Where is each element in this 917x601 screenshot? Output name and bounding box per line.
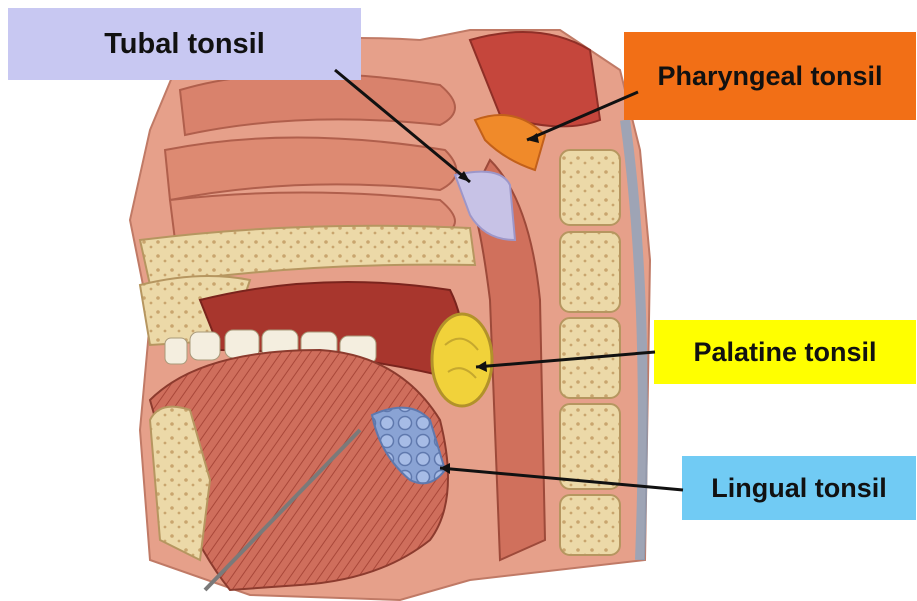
palatine-tonsil-label: Palatine tonsil (654, 320, 916, 384)
palatine-tonsil (432, 314, 492, 406)
pharyngeal-tonsil-label: Pharyngeal tonsil (624, 32, 916, 120)
lingual-tonsil-label: Lingual tonsil (682, 456, 916, 520)
cervical-vertebrae (560, 150, 620, 555)
tubal-tonsil-label: Tubal tonsil (8, 8, 361, 80)
